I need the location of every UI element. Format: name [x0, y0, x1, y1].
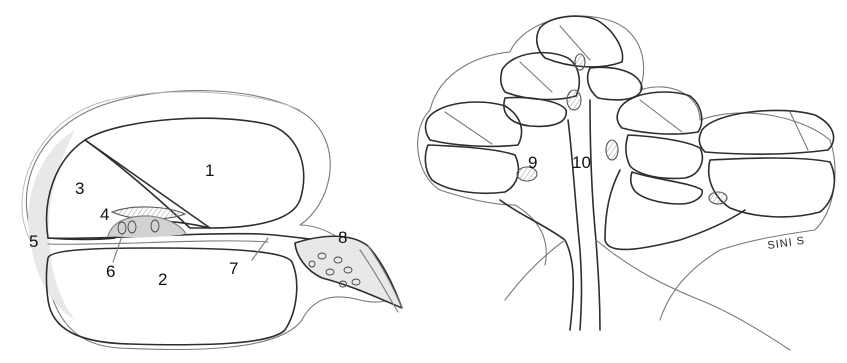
organ-of-corti — [108, 216, 186, 237]
middle-turn-left-membrane — [520, 62, 552, 92]
middle-turn-right — [617, 92, 702, 204]
scala-tympani — [47, 248, 297, 345]
label-8: 8 — [338, 228, 347, 247]
spiral-ganglion-clusters — [517, 54, 727, 204]
label-10: 10 — [572, 153, 591, 172]
label-9: 9 — [528, 153, 537, 172]
apical-turn-membrane — [560, 26, 590, 60]
middle-turn-left — [501, 53, 580, 127]
label-7: 7 — [229, 259, 238, 278]
outer-bony-wall — [26, 91, 395, 350]
basal-turn-right-lower-chamber — [709, 158, 835, 217]
outer-capsule-left — [418, 110, 547, 265]
cochlear-coils: 9 10 SINI S — [418, 16, 835, 350]
modiolus-center-right — [590, 100, 600, 330]
label-5: 5 — [29, 232, 38, 251]
label-1: 1 — [205, 161, 214, 180]
label-3: 3 — [75, 179, 84, 198]
apical-turn-lower-chamber — [588, 67, 642, 100]
middle-turn-right-lower-chamber — [626, 135, 702, 178]
spiral-ligament — [28, 130, 75, 320]
cochlear-duct-cross-section: 1 2 3 4 5 6 7 8 — [22, 91, 402, 350]
nerve-fibres-right — [596, 240, 790, 350]
modiolus-center-left — [568, 120, 582, 330]
label-6: 6 — [106, 262, 115, 281]
label-4: 4 — [100, 205, 109, 224]
basal-turn-right-upper-chamber — [699, 110, 833, 154]
basilar-membrane-lower — [48, 241, 268, 244]
middle-turn-right-upper-chamber — [617, 92, 702, 134]
middle-turn-right-membrane — [640, 100, 682, 132]
basal-turn-left-upper-chamber — [426, 102, 522, 146]
middle-turn-left-upper-chamber — [501, 53, 580, 100]
label-2: 2 — [158, 270, 167, 289]
ganglion-cluster — [606, 140, 618, 160]
basal-turn-right-membrane — [790, 112, 808, 150]
basal-turn-left-lower-chamber — [425, 145, 518, 193]
middle-turn-right-extra-chamber — [631, 172, 703, 204]
nerve-fibres-left — [505, 240, 565, 300]
basal-turn-left-membrane — [445, 112, 492, 144]
ganglion-cluster — [575, 54, 585, 70]
ganglion-cluster — [567, 90, 581, 110]
modiolus-left-trunk — [500, 200, 573, 330]
ganglion-cluster — [709, 192, 727, 204]
